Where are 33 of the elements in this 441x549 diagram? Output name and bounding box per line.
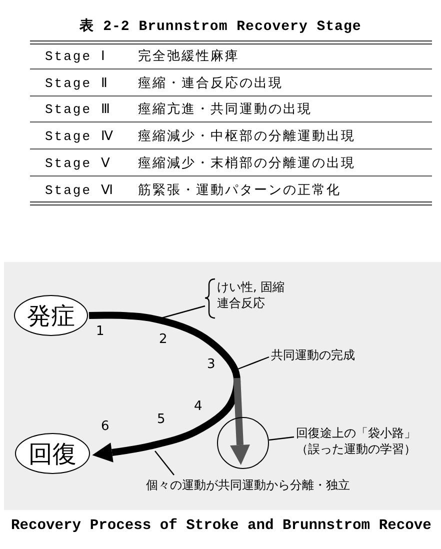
description-cell: 痙縮亢進・共同運動の出現 xyxy=(138,102,312,118)
stage-number: 1 xyxy=(96,325,104,339)
description-cell: 痙縮減少・中枢部の分離運動出現 xyxy=(138,129,356,146)
leader-line xyxy=(268,436,294,441)
stage-cell: Stage Ⅰ xyxy=(45,49,106,65)
arrow xyxy=(88,312,240,462)
stage-cell: Stage Ⅵ xyxy=(45,182,114,198)
node-label: 回復 xyxy=(28,440,76,466)
dead-end-circle xyxy=(217,417,269,469)
description-cell: 筋緊張・運動パターンの正常化 xyxy=(138,182,341,198)
stage-cell: Stage Ⅲ xyxy=(45,102,112,118)
stage-number: 6 xyxy=(101,420,110,434)
stage-cell: Stage Ⅴ xyxy=(45,156,112,172)
caption: Recovery Process of Stroke and Brunnstrom Recove xyxy=(11,518,432,534)
description-cell: 痙縮・連合反応の出現 xyxy=(138,76,283,92)
callout-text: 連合反応 xyxy=(217,295,266,311)
stage-number: 2 xyxy=(159,333,168,347)
description-cell: 完全弛緩性麻痺 xyxy=(138,49,240,65)
table-title: 表 2-2 Brunnstrom Recovery Stage xyxy=(78,17,362,35)
stage-number: 3 xyxy=(207,358,216,372)
stage-cell: Stage Ⅳ xyxy=(45,129,114,146)
stage-number: 4 xyxy=(194,400,202,414)
callout-text: 回復途上の「袋小路」（誤った運動の学習） xyxy=(296,425,417,457)
leader-line xyxy=(154,450,174,476)
callout-text: けい性, 固縮 xyxy=(217,279,286,295)
leader-line xyxy=(238,356,270,370)
callout-text: 共同運動の完成 xyxy=(271,347,356,363)
arrow xyxy=(230,378,250,465)
node-label: 発症 xyxy=(27,302,75,328)
stage-cell: Stage Ⅱ xyxy=(45,76,108,92)
callout-text: 個々の運動が共同運動から分離・独立 xyxy=(146,477,351,493)
stage-number: 5 xyxy=(157,413,166,427)
description-cell: 痙縮減少・末梢部の分離運の出現 xyxy=(138,156,356,172)
